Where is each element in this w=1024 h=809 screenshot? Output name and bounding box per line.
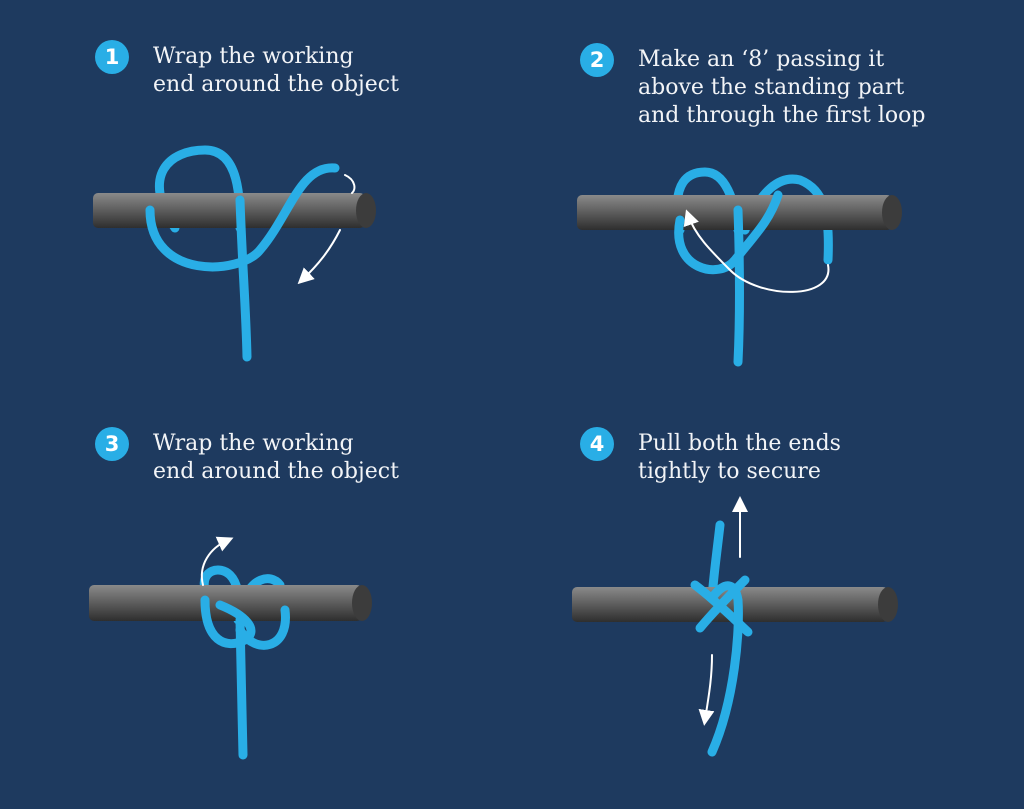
instruction-line: and through the first loop (638, 103, 926, 128)
step-3: 3 Wrap the working end around the object (95, 427, 399, 486)
step-3-illustration (89, 536, 372, 760)
step-number-badge: 4 (580, 427, 614, 461)
instruction-line: Wrap the working (153, 44, 354, 69)
rod-3 (89, 585, 372, 621)
instruction-line: Wrap the working (153, 431, 354, 456)
rope-front-1 (235, 195, 252, 362)
step-1-illustration (93, 145, 376, 362)
instruction-line: end around the object (153, 459, 399, 484)
instruction-line: end around the object (153, 72, 399, 97)
step-4-illustration (572, 496, 898, 757)
rod-1 (93, 193, 376, 228)
instruction-line: above the standing part (638, 75, 905, 100)
instruction-line: Make an ‘8’ passing it (638, 47, 885, 72)
step-number-badge: 2 (580, 43, 614, 77)
step-4: 4 Pull both the ends tightly to secure (580, 427, 841, 486)
step-1: 1 Wrap the working end around the object (95, 40, 399, 99)
step-instruction: Pull both the ends tightly to secure (638, 430, 841, 486)
step-number-badge: 1 (95, 40, 129, 74)
step-instruction: Wrap the working end around the object (153, 430, 399, 486)
step-instruction: Make an ‘8’ passing it above the standin… (638, 46, 926, 130)
rope-loop-1 (145, 163, 340, 272)
instruction-line: tightly to secure (638, 459, 821, 484)
rod-4 (572, 587, 898, 622)
step-instruction: Wrap the working end around the object (153, 43, 399, 99)
step-number-badge: 3 (95, 427, 129, 461)
instruction-line: Pull both the ends (638, 431, 841, 456)
step-2-illustration (577, 167, 902, 367)
arrow-1 (302, 174, 356, 280)
step-2: 2 Make an ‘8’ passing it above the stand… (580, 43, 926, 130)
